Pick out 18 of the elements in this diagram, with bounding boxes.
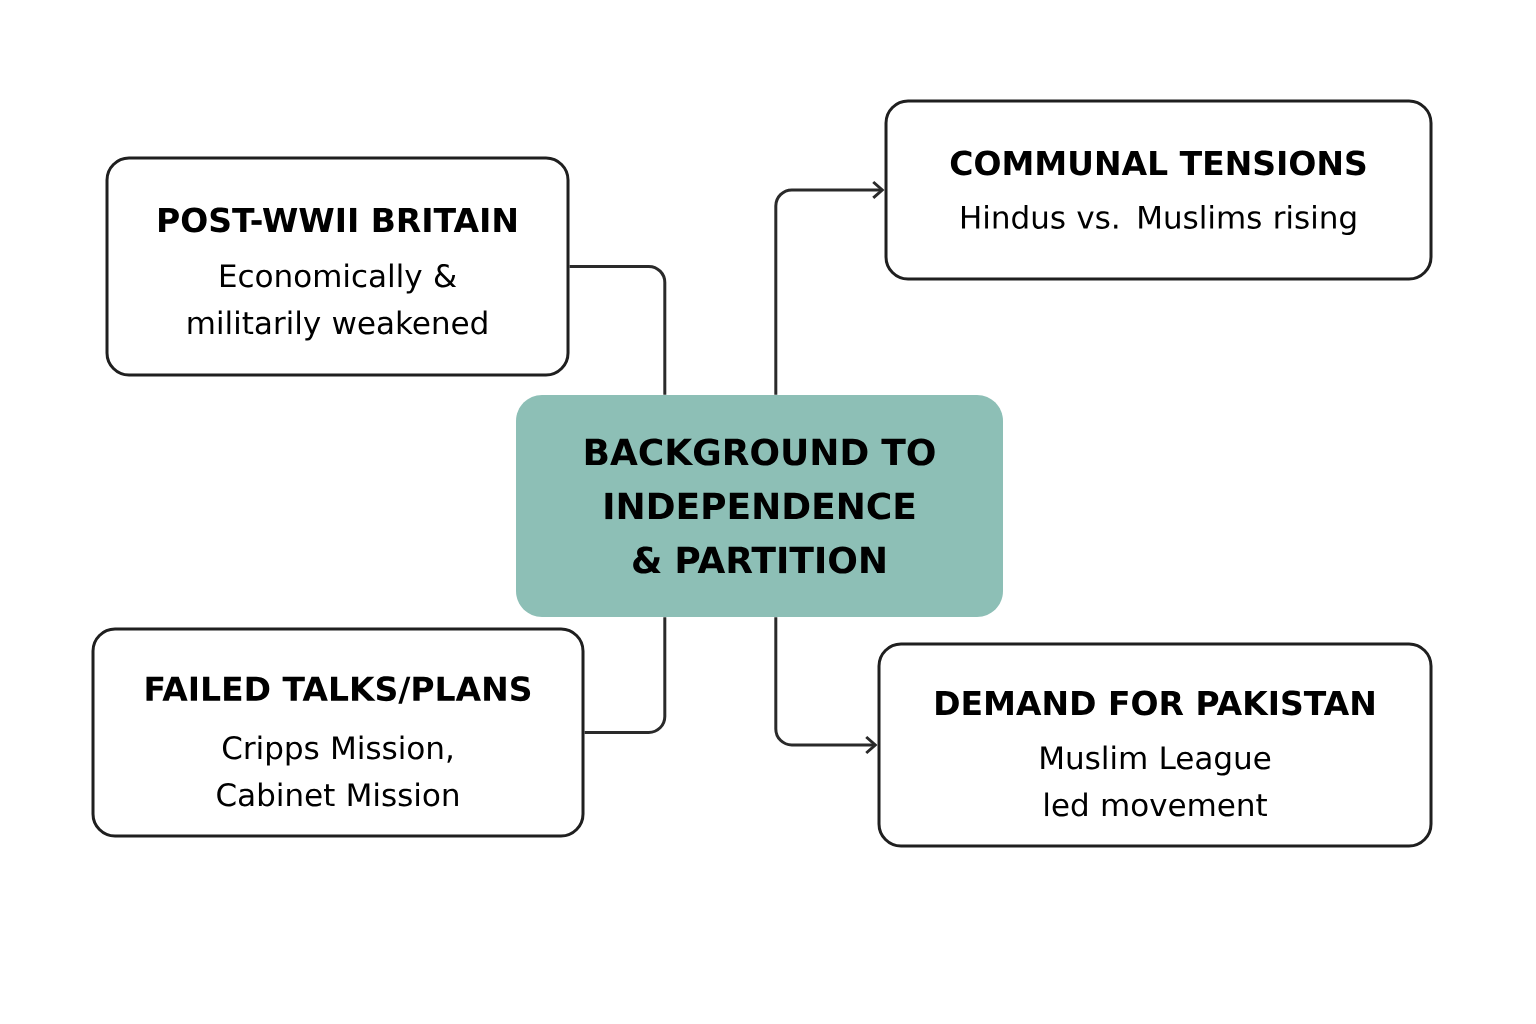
topic-box [884, 99, 1433, 281]
topic-box [877, 642, 1433, 848]
connector [584, 617, 667, 734]
connector [569, 265, 667, 395]
center-box [516, 395, 1003, 617]
center-title: BACKGROUND TO INDEPENDENCE & PARTITION [585, 438, 935, 574]
box-heading: POST-WWII BRITAIN [159, 207, 516, 233]
connector [774, 180, 885, 395]
box-text: Muslim League led movement [1041, 745, 1271, 817]
connector [774, 617, 878, 755]
topic-box [91, 627, 585, 838]
topic-box [105, 156, 570, 377]
box-text: Economically & militarily weakened [188, 263, 487, 341]
box-heading: DEMAND FOR PAKISTAN [936, 690, 1374, 716]
box-text: Cripps Mission, Cabinet Mission [217, 735, 458, 807]
box-heading: FAILED TALKS/PLANS [146, 676, 531, 704]
box-heading: COMMUNAL TENSIONS [950, 150, 1366, 176]
box-text: Hindus vs. Muslims rising [962, 205, 1356, 235]
